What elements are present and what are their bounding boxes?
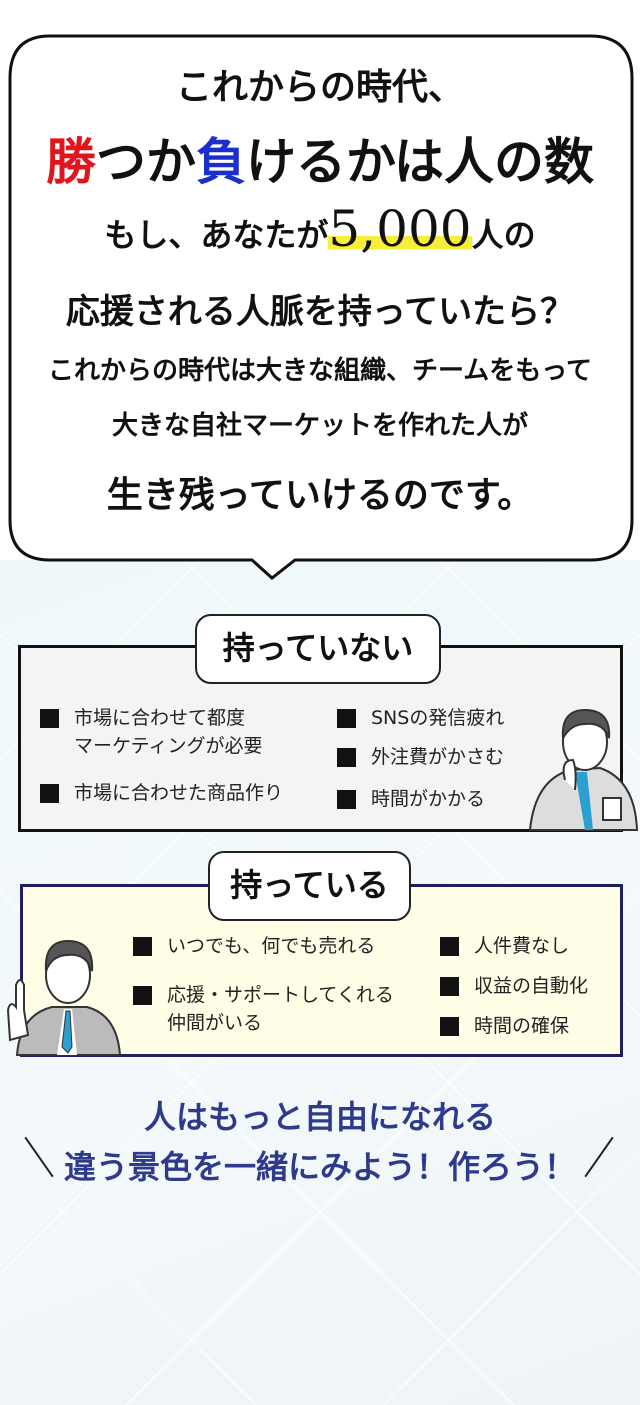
headline-line-2: 勝つか負けるかは人の数 — [0, 122, 640, 194]
square-bullet-icon — [440, 1017, 459, 1036]
list-item: 時間がかかる — [337, 785, 485, 813]
text: もし、あなたが — [104, 216, 329, 254]
closing-line-2: 違う景色を一緒にみよう！作ろう！ — [63, 1148, 576, 1186]
item-text: マーケティングが必要 — [74, 735, 263, 757]
list-item: 外注費がかさむ — [337, 743, 504, 771]
square-bullet-icon — [337, 709, 356, 728]
item-text: SNSの発信疲れ — [371, 707, 505, 729]
list-item: 応援・サポートしてくれる仲間がいる — [133, 981, 394, 1037]
item-text: 外注費がかさむ — [371, 746, 505, 768]
body-line-7: 生き残っていけるのです。 — [106, 475, 534, 516]
text: けるかは人の数 — [246, 132, 594, 191]
list-item: いつでも、何でも売れる — [133, 932, 375, 960]
list-item: 時間の確保 — [440, 1012, 569, 1040]
win-char: 勝 — [46, 132, 96, 191]
square-bullet-icon — [40, 709, 59, 728]
body-line-5: これからの時代は大きな組織、チームをもって — [48, 356, 592, 386]
item-text: 仲間がいる — [167, 1012, 263, 1034]
list-item: 市場に合わせた商品作り — [40, 779, 283, 807]
item-text: 人件費なし — [474, 935, 570, 957]
item-text: 時間がかかる — [371, 788, 486, 810]
headline-line-1: これからの時代、 — [175, 66, 464, 108]
item-text: 時間の確保 — [474, 1015, 570, 1037]
item-text: 収益の自動化 — [474, 975, 589, 997]
item-text: 応援・サポートしてくれる — [167, 984, 394, 1006]
square-bullet-icon — [40, 784, 59, 803]
headline-line-4: 応援される人脈を持っていたら？ — [65, 292, 575, 332]
text: 人の — [471, 216, 536, 254]
square-bullet-icon — [337, 790, 356, 809]
body-line-6: 大きな自社マーケットを作れた人が — [111, 411, 528, 441]
square-bullet-icon — [133, 937, 152, 956]
lose-char: 負 — [196, 132, 246, 191]
item-text: 市場に合わせて都度 — [74, 707, 246, 729]
worried-man-illustration — [528, 708, 639, 831]
list-item: 人件費なし — [440, 932, 569, 960]
square-bullet-icon — [133, 986, 152, 1005]
item-text: 市場に合わせた商品作り — [74, 782, 284, 804]
square-bullet-icon — [337, 748, 356, 767]
list-item: 市場に合わせて都度マーケティングが必要 — [40, 704, 262, 760]
list-item: SNSの発信疲れ — [337, 704, 504, 732]
confident-man-illustration — [6, 939, 122, 1056]
closing-line-1: 人はもっと自由になれる — [143, 1098, 496, 1136]
highlight-number: 5,000 — [328, 200, 472, 258]
item-text: いつでも、何でも売れる — [167, 935, 376, 957]
with-title: 持っている — [208, 851, 411, 921]
square-bullet-icon — [440, 937, 459, 956]
text: つか — [96, 132, 196, 191]
speech-bubble — [8, 34, 634, 580]
headline-line-3: もし、あなたが5,000人の — [0, 200, 640, 258]
list-item: 収益の自動化 — [440, 972, 588, 1000]
without-title: 持っていない — [195, 614, 441, 684]
square-bullet-icon — [440, 977, 459, 996]
